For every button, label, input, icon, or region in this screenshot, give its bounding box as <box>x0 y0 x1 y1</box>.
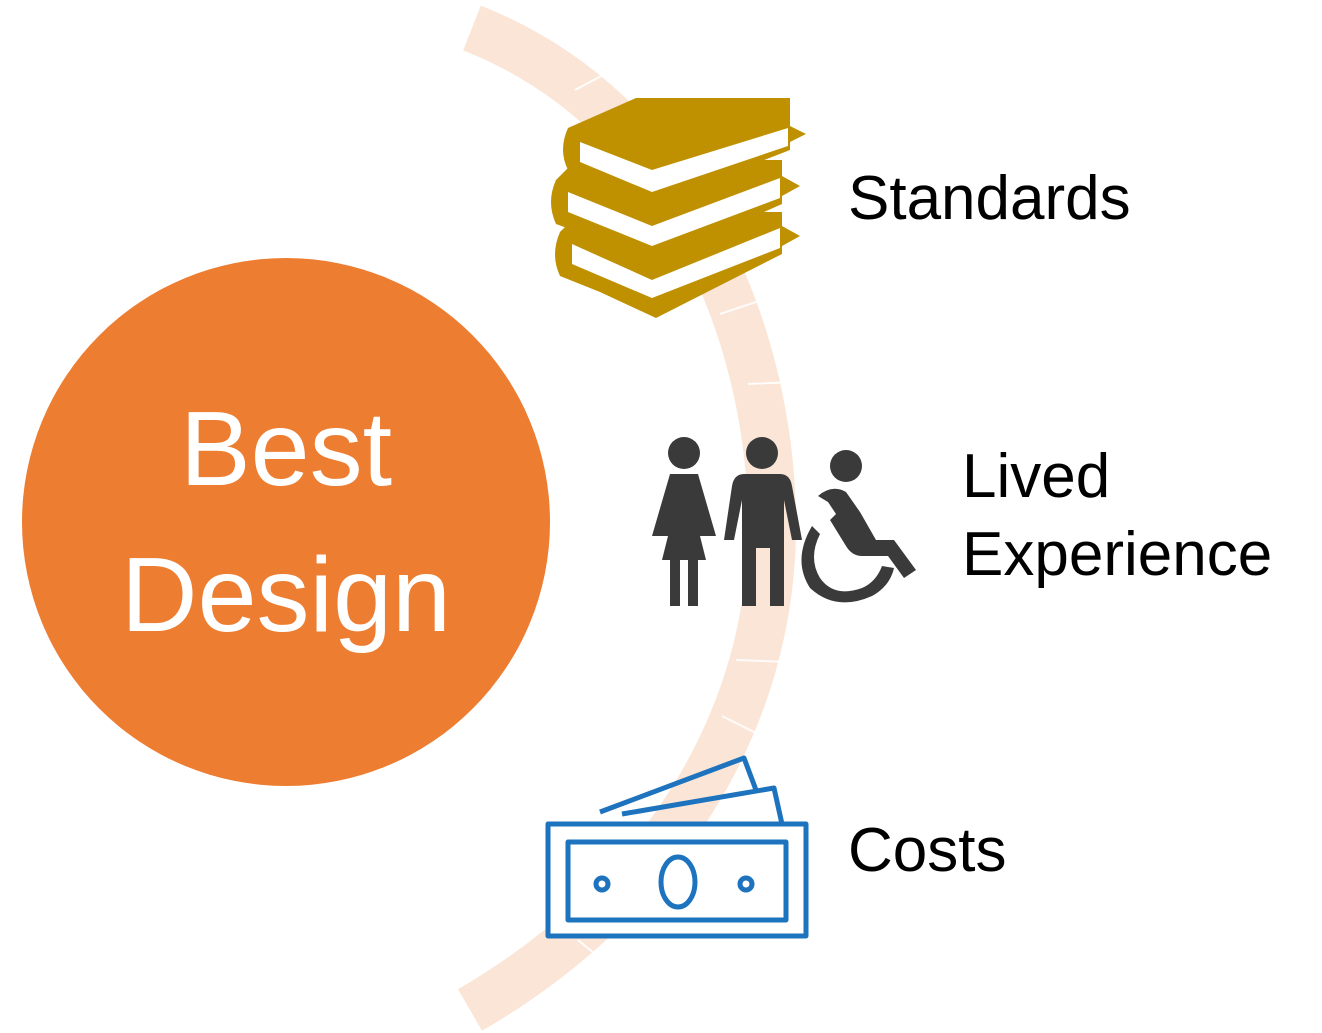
best-design-circle <box>22 258 550 786</box>
standards-label: Standards <box>848 164 1131 233</box>
banknotes-icon <box>545 755 809 939</box>
people-accessibility-icon <box>652 437 916 606</box>
costs-label: Costs <box>848 816 1007 885</box>
center-label: Best Design <box>22 258 550 786</box>
books-icon <box>551 98 806 318</box>
lived-experience-label: Lived Experience <box>962 438 1272 594</box>
lived-experience-line1: Lived <box>962 442 1111 511</box>
center-label-line2: Design <box>121 536 451 654</box>
center-label-line1: Best <box>179 390 393 508</box>
lived-experience-line2: Experience <box>962 520 1273 589</box>
